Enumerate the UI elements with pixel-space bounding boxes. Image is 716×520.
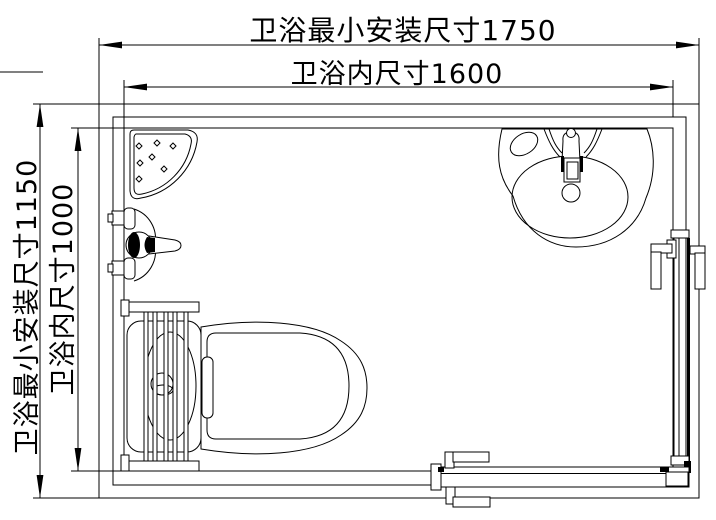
dim-label-left-outer: 卫浴最小安装尺寸1150: [12, 159, 43, 456]
dimension-left-outer: 卫浴最小安装尺寸1150: [12, 103, 99, 499]
door-right: [650, 229, 706, 473]
dim-label-top-inner: 卫浴内尺寸1600: [291, 59, 504, 90]
door-right-handle-inside-icon: [650, 243, 673, 290]
door-right-handle-outside-icon: [689, 245, 706, 290]
dimension-top-outer: 卫浴最小安装尺寸1750: [98, 14, 700, 104]
door-bottom-handle-inside-icon: [444, 451, 490, 469]
dimension-left-inner: 卫浴内尺寸1000: [48, 127, 124, 472]
washbasin: [498, 128, 654, 248]
shower-mixer: [107, 207, 182, 282]
mixer-mount-nut-top: [111, 210, 125, 226]
corner-shelf: [129, 129, 198, 200]
basin-drain: [561, 183, 581, 203]
dim-label-left-inner: 卫浴内尺寸1000: [48, 183, 79, 396]
dimension-top-inner: 卫浴内尺寸1600: [123, 59, 674, 128]
toilet-seat: [206, 332, 350, 440]
installation-boundary: [98, 103, 700, 499]
door-bottom: [430, 451, 690, 508]
mixer-mount-nut-bottom: [111, 260, 125, 276]
dim-label-top-outer: 卫浴最小安装尺寸1750: [249, 14, 556, 47]
basin-faucet-icon: [561, 128, 583, 183]
soap-dish: [509, 131, 539, 157]
shelf-drain-holes: [135, 139, 177, 183]
door-bottom-handle-outside-icon: [445, 486, 491, 508]
toilet-grab-rail: [120, 299, 200, 472]
toilet-hinge: [201, 356, 214, 419]
toilet: [120, 299, 368, 472]
